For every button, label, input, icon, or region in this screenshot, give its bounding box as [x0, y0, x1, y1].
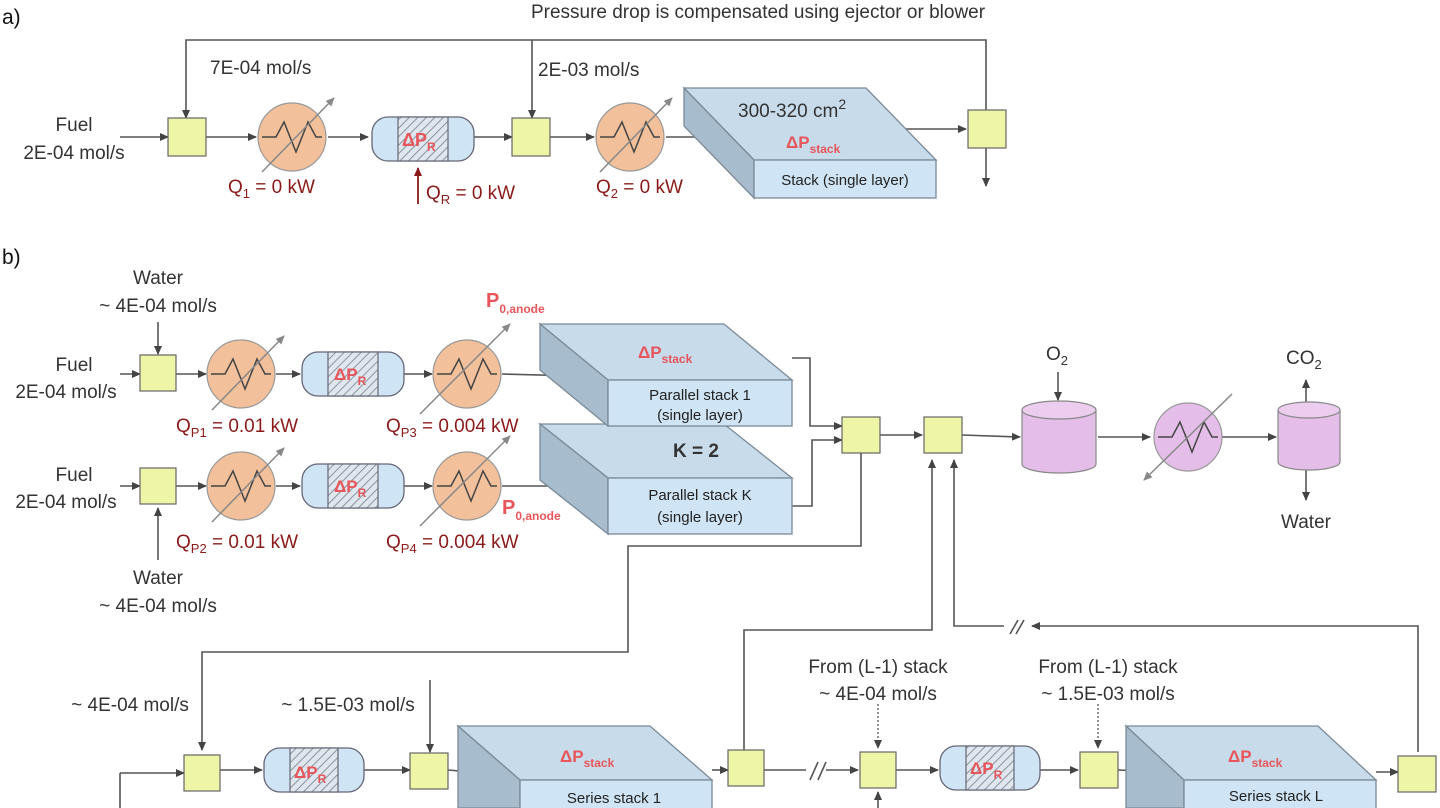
panel-b-letter: b) — [2, 246, 21, 269]
o2-tank — [1021, 400, 1097, 474]
merge-mixer-2 — [923, 416, 963, 454]
parallel-1-line2: (single layer) — [657, 407, 743, 424]
recycle-flow-2: 2E-03 mol/s — [538, 60, 639, 81]
reformer-s2 — [939, 745, 1041, 791]
parallel-1-dp: ΔPstack — [638, 343, 693, 366]
reformer-a — [371, 116, 475, 162]
co2-label: CO2 — [1286, 348, 1322, 372]
recycle-flow-1: 7E-04 mol/s — [210, 58, 311, 79]
reformer-a-dp: ΔPR — [402, 130, 436, 154]
qr-label: QR = 0 kW — [426, 183, 515, 207]
q2-label: Q2 = 0 kW — [596, 177, 683, 201]
panel-a-caption: Pressure drop is compensated using eject… — [531, 2, 986, 23]
series-stack-l-dp: ΔPstack — [1228, 747, 1283, 770]
series-stack-1-dp: ΔPstack — [560, 747, 615, 770]
heater-a2 — [595, 97, 673, 173]
mixer-b2 — [139, 467, 177, 505]
recycle-loop — [182, 39, 987, 119]
stack-a-dp: ΔPstack — [786, 133, 841, 156]
cooler-b — [1143, 393, 1233, 481]
heater-p1 — [206, 335, 285, 411]
o2-label: O2 — [1046, 344, 1068, 368]
parallel-k-line2: (single layer) — [657, 509, 743, 526]
mixer-a1 — [167, 117, 207, 157]
qp3-label: QP3 = 0.004 kW — [386, 416, 519, 440]
series-mixer-1 — [183, 754, 221, 792]
series-mixer-4 — [1079, 751, 1119, 789]
heater-p3 — [419, 323, 511, 415]
series-flow-2: ~ 1.5E-03 mol/s — [281, 695, 415, 716]
water-flow-bottom: ~ 4E-04 mol/s — [99, 596, 217, 617]
water-flow-top: ~ 4E-04 mol/s — [99, 296, 217, 317]
from-prev-1: From (L-1) stack — [808, 657, 948, 678]
stack-a-name: Stack (single layer) — [781, 172, 909, 189]
water-label-top: Water — [133, 268, 184, 289]
parallel-stack-k — [538, 422, 794, 536]
water-out-label: Water — [1281, 512, 1332, 533]
from-prev-2: From (L-1) stack — [1038, 657, 1178, 678]
series-mixer-2 — [409, 752, 449, 790]
p0-anode-bottom: P0,anode — [502, 497, 561, 523]
fuel-flow-b1: 2E-04 mol/s — [15, 382, 116, 403]
series-stack-l — [1124, 724, 1378, 808]
main-line-a — [120, 125, 990, 187]
fuel-label-b2: Fuel — [56, 465, 93, 486]
stack-a-area: 300-320 cm2 — [738, 96, 846, 122]
heater-p2 — [206, 447, 285, 523]
fuel-flow-a: 2E-04 mol/s — [23, 143, 124, 164]
q1-label: Q1 = 0 kW — [228, 177, 315, 201]
fuel-label-a: Fuel — [56, 115, 93, 136]
k-value: K = 2 — [673, 441, 719, 462]
from-prev-2-flow: ~ 1.5E-03 mol/s — [1041, 684, 1175, 705]
merge-mixer-1 — [841, 416, 881, 454]
heater-a1 — [257, 97, 335, 173]
water-label-bottom: Water — [133, 568, 184, 589]
reformer-p2 — [301, 463, 405, 509]
series-splitter-l — [1397, 755, 1437, 793]
qp4-label: QP4 = 0.004 kW — [386, 532, 519, 556]
mixer-a2 — [511, 117, 551, 157]
reformer-p1 — [301, 351, 405, 397]
p0-anode-top: P0,anode — [486, 290, 545, 316]
heater-p4 — [419, 435, 511, 527]
splitter-a — [967, 109, 1007, 149]
series-stack-1-label: Series stack 1 — [567, 790, 661, 807]
reformer-s1 — [263, 747, 365, 793]
series-flow-1: ~ 4E-04 mol/s — [71, 695, 189, 716]
from-prev-1-flow: ~ 4E-04 mol/s — [819, 684, 937, 705]
series-splitter-1 — [727, 749, 765, 787]
reformer-p2-dp: ΔPR — [334, 477, 367, 500]
mixer-b1 — [139, 354, 177, 392]
fuel-flow-b2: 2E-04 mol/s — [15, 492, 116, 513]
series-stack-1 — [456, 724, 714, 808]
series-stack-l-label: Series stack L — [1229, 788, 1323, 805]
dotted-inputs — [874, 704, 1102, 749]
series-mixer-3 — [859, 751, 897, 789]
reformer-s1-dp: ΔPR — [294, 763, 327, 786]
panel-a-letter: a) — [2, 6, 21, 29]
reformer-p1-dp: ΔPR — [334, 365, 367, 388]
reformer-s2-dp: ΔPR — [970, 759, 1003, 782]
fuel-label-b1: Fuel — [56, 355, 93, 376]
series-lines — [119, 453, 1419, 808]
stack-a — [682, 86, 938, 200]
qp2-label: QP2 = 0.01 kW — [176, 532, 298, 556]
parallel-stack-1 — [538, 322, 794, 428]
co2-tank — [1277, 401, 1341, 471]
parallel-1-line1: Parallel stack 1 — [649, 387, 751, 404]
qp1-label: QP1 = 0.01 kW — [176, 416, 298, 440]
parallel-k-line1: Parallel stack K — [648, 487, 751, 504]
